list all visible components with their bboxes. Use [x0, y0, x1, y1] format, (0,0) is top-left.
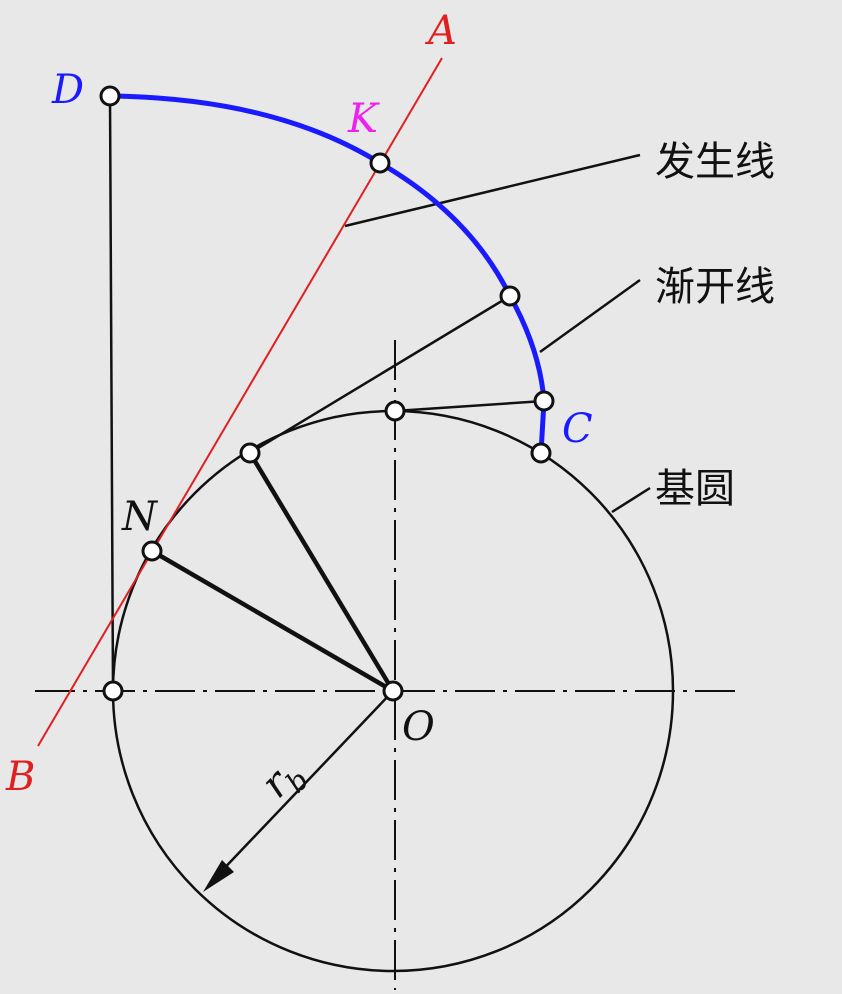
callout-base-circle: 基圆 — [655, 466, 735, 512]
leader-base-circle — [611, 486, 651, 514]
callout-involute: 渐开线 — [655, 264, 775, 310]
label-O: O — [402, 704, 435, 750]
callout-generating-line: 发生线 — [655, 139, 775, 185]
label-A: A — [424, 8, 457, 54]
point-C — [530, 442, 552, 464]
point-involute-1 — [533, 390, 555, 412]
point-circle-left — [102, 680, 124, 702]
leader-involute — [539, 278, 641, 354]
involute-curve — [109, 93, 547, 454]
leader-generating-line — [344, 153, 641, 228]
label-K: K — [347, 96, 380, 142]
point-circle-top — [384, 400, 406, 422]
point-K — [369, 152, 391, 174]
generating-line-AB — [37, 57, 443, 747]
point-involute-2 — [499, 285, 521, 307]
tangent-line-1 — [394, 399, 545, 413]
point-circle-2 — [239, 442, 261, 464]
label-B: B — [5, 754, 35, 800]
line-D-vertical — [108, 95, 115, 692]
rb-arrowhead-icon — [203, 860, 234, 892]
label-D: D — [51, 67, 84, 113]
radius-2 — [248, 451, 395, 693]
point-D — [99, 85, 121, 107]
rb-arrow — [214, 690, 394, 879]
radius-ON — [150, 549, 395, 693]
label-N: N — [121, 494, 159, 540]
point-O — [382, 680, 404, 702]
tangent-line-2 — [249, 294, 511, 455]
label-C: C — [562, 406, 593, 452]
point-N — [141, 540, 163, 562]
